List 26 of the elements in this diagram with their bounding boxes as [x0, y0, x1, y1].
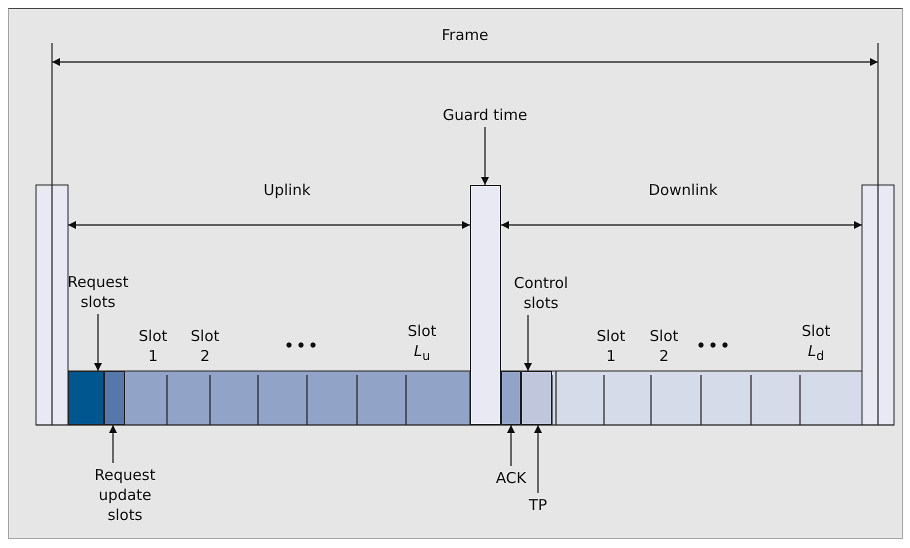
leader-arrow — [94, 314, 102, 371]
slot-bar — [68, 371, 104, 425]
leader-arrow — [109, 425, 117, 463]
guard-time-bar — [470, 185, 501, 425]
leader-arrow — [507, 425, 515, 466]
callout-text: Request update slots — [85, 465, 165, 525]
dimension-label: Uplink — [262, 180, 312, 200]
leader-arrow — [524, 315, 532, 371]
callout-text: Request slots — [60, 272, 136, 312]
slot-label: Slot L$_{u}$ — [406, 321, 438, 365]
callout-text: ACK — [490, 468, 532, 488]
slot-label: Slot 1 — [596, 326, 626, 366]
slot-label: Slot 1 — [138, 326, 168, 366]
dimension-label: Downlink — [647, 180, 719, 200]
slot-label: Slot L$_{d}$ — [800, 321, 832, 365]
callout-text: TP — [524, 495, 552, 515]
dimension-label: Frame — [440, 25, 490, 45]
leader-arrow — [481, 127, 489, 185]
slot-bar — [104, 371, 125, 425]
callout-text: Guard time — [430, 105, 540, 125]
slot-bar — [501, 371, 521, 425]
leader-arrow — [534, 425, 542, 493]
slot-label: Slot 2 — [648, 326, 680, 366]
slot-bar — [521, 371, 552, 425]
slot-label: Slot 2 — [190, 326, 220, 366]
callout-text: Control slots — [500, 273, 582, 313]
